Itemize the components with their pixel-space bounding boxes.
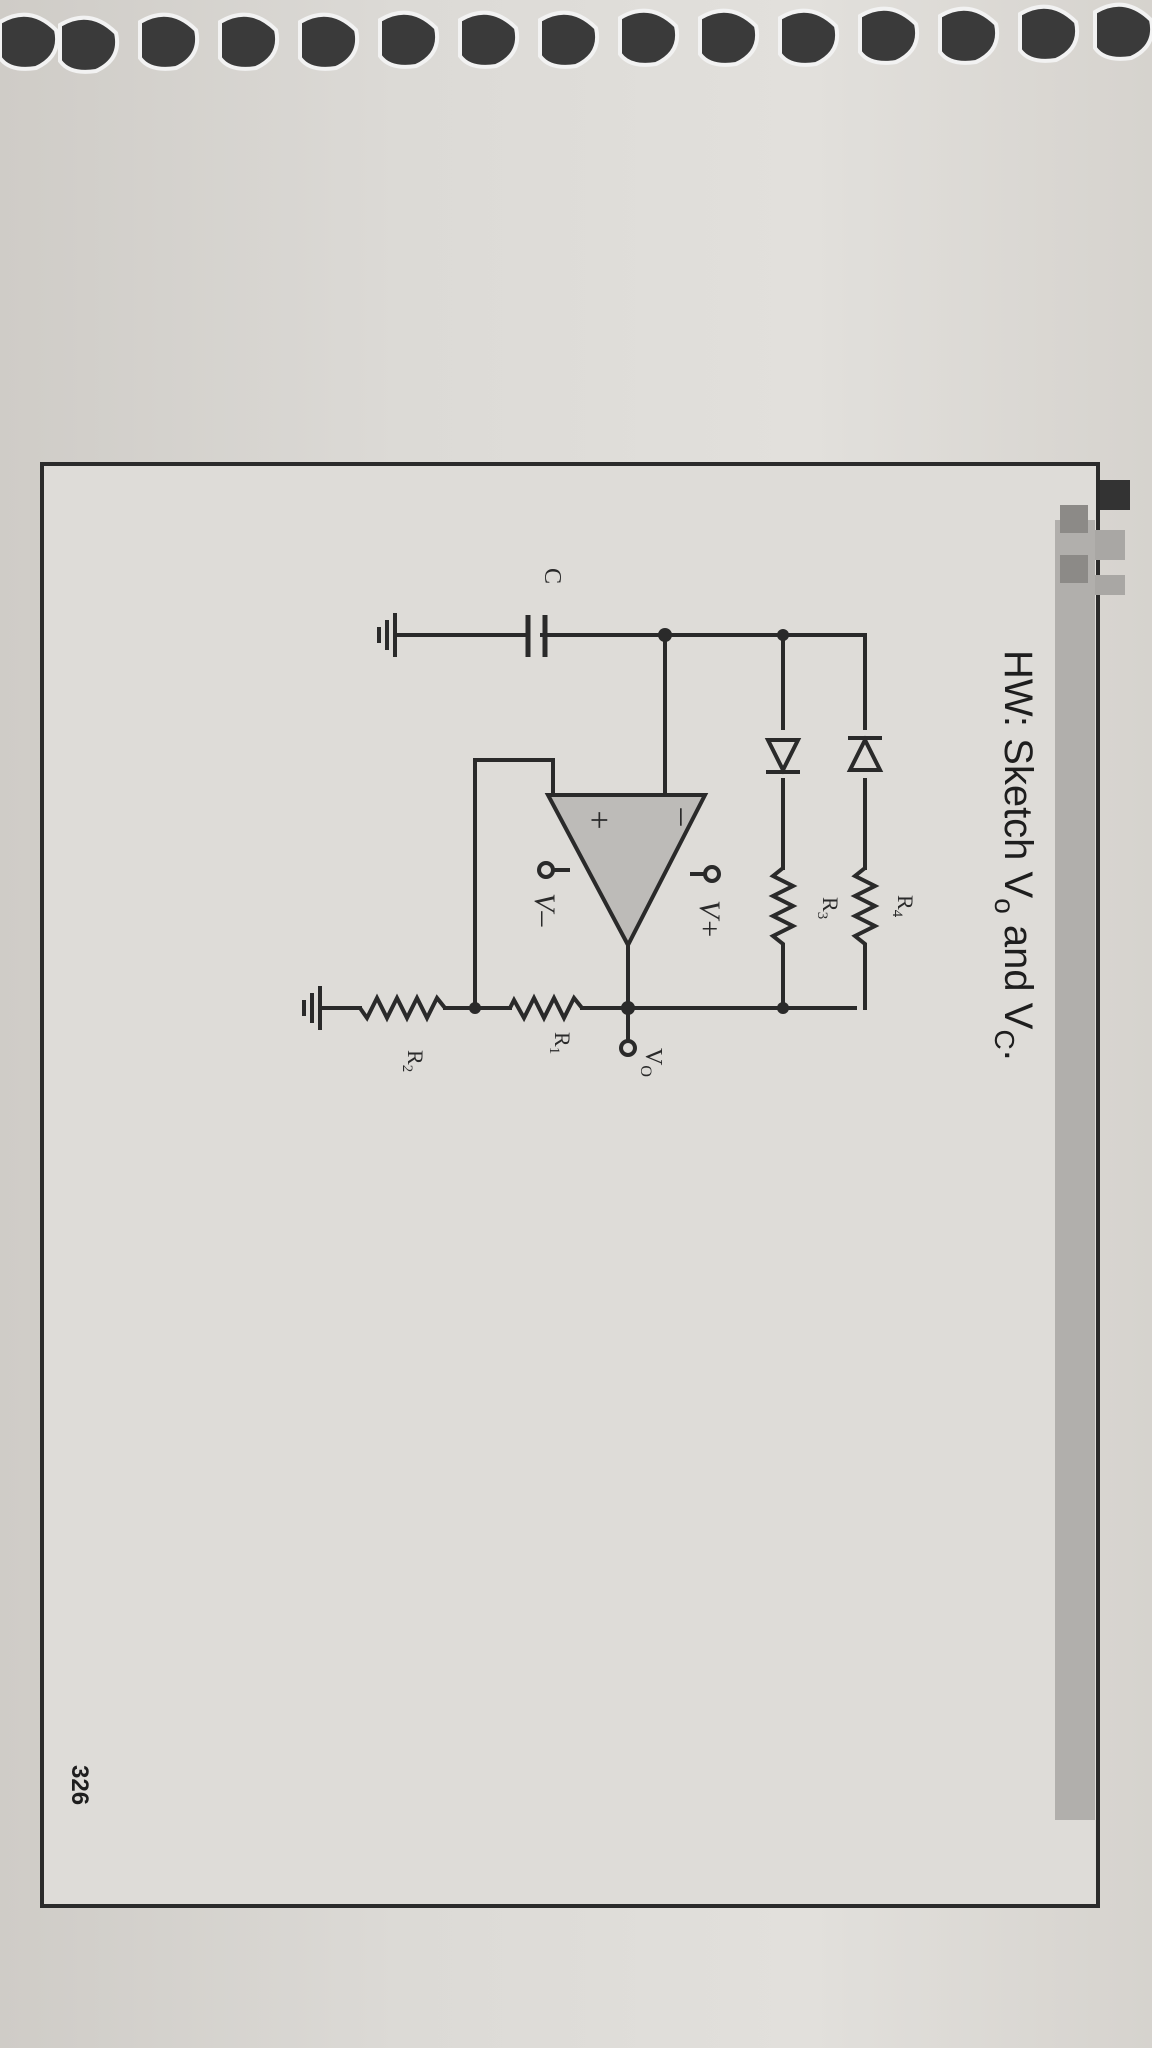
junction-dot <box>621 1001 635 1015</box>
binding-ring <box>538 10 599 69</box>
binding-ring <box>938 6 999 65</box>
capacitor-c <box>525 615 548 657</box>
binding-ring <box>378 10 439 69</box>
resistor-r4 <box>850 866 880 950</box>
vplus-label: V+ <box>693 900 726 939</box>
resistor-r1 <box>508 993 584 1023</box>
binding-ring <box>698 8 759 67</box>
opamp-minus-label: – <box>665 808 702 827</box>
vplus-terminal <box>703 865 721 883</box>
binding-ring <box>618 8 679 67</box>
vminus-label: V– <box>528 893 561 927</box>
spiral-binding <box>0 2 1152 74</box>
c-label: C <box>539 568 565 584</box>
binding-ring <box>458 10 519 69</box>
binding-ring <box>58 15 119 74</box>
opamp-plus-label: + <box>580 810 617 829</box>
opamp-symbol <box>544 793 709 950</box>
binding-ring <box>298 12 359 71</box>
r3-label: R3 <box>814 897 843 919</box>
page-number: 326 <box>66 1765 93 1805</box>
junction-dot <box>777 1002 789 1014</box>
junction-dot <box>777 629 789 641</box>
binding-ring <box>0 12 59 71</box>
binding-ring <box>778 8 839 67</box>
binding-ring <box>1018 4 1079 63</box>
r2-label: R2 <box>399 1050 428 1072</box>
vo-terminal <box>619 1039 637 1057</box>
wire-top-feedback <box>540 633 867 730</box>
slide-frame <box>40 462 1100 1908</box>
vminus-terminal <box>537 861 555 879</box>
diode-d2 <box>846 735 884 772</box>
binding-ring <box>858 6 919 65</box>
slide-header-squares <box>1060 480 1130 595</box>
junction-dots <box>469 628 789 1015</box>
resistor-r3 <box>768 866 798 950</box>
r4-label: R4 <box>889 895 918 918</box>
ground-cap <box>377 613 397 657</box>
vo-label: VO <box>637 1048 666 1077</box>
binding-ring <box>138 12 199 71</box>
junction-dot <box>469 1002 481 1014</box>
wire-plus-feedback <box>473 758 555 1010</box>
junction-dot <box>658 628 672 642</box>
binding-ring <box>218 12 279 71</box>
binding-rings <box>0 2 1152 74</box>
r1-label: R1 <box>546 1032 575 1054</box>
resistor-r2 <box>358 993 447 1023</box>
binding-ring <box>1093 2 1152 61</box>
ground-r2 <box>302 986 322 1030</box>
slide-title: HW: Sketch Vo and VC. <box>989 650 1040 1061</box>
diode-d1 <box>764 738 802 775</box>
slide-header-bar <box>1055 520 1095 1820</box>
